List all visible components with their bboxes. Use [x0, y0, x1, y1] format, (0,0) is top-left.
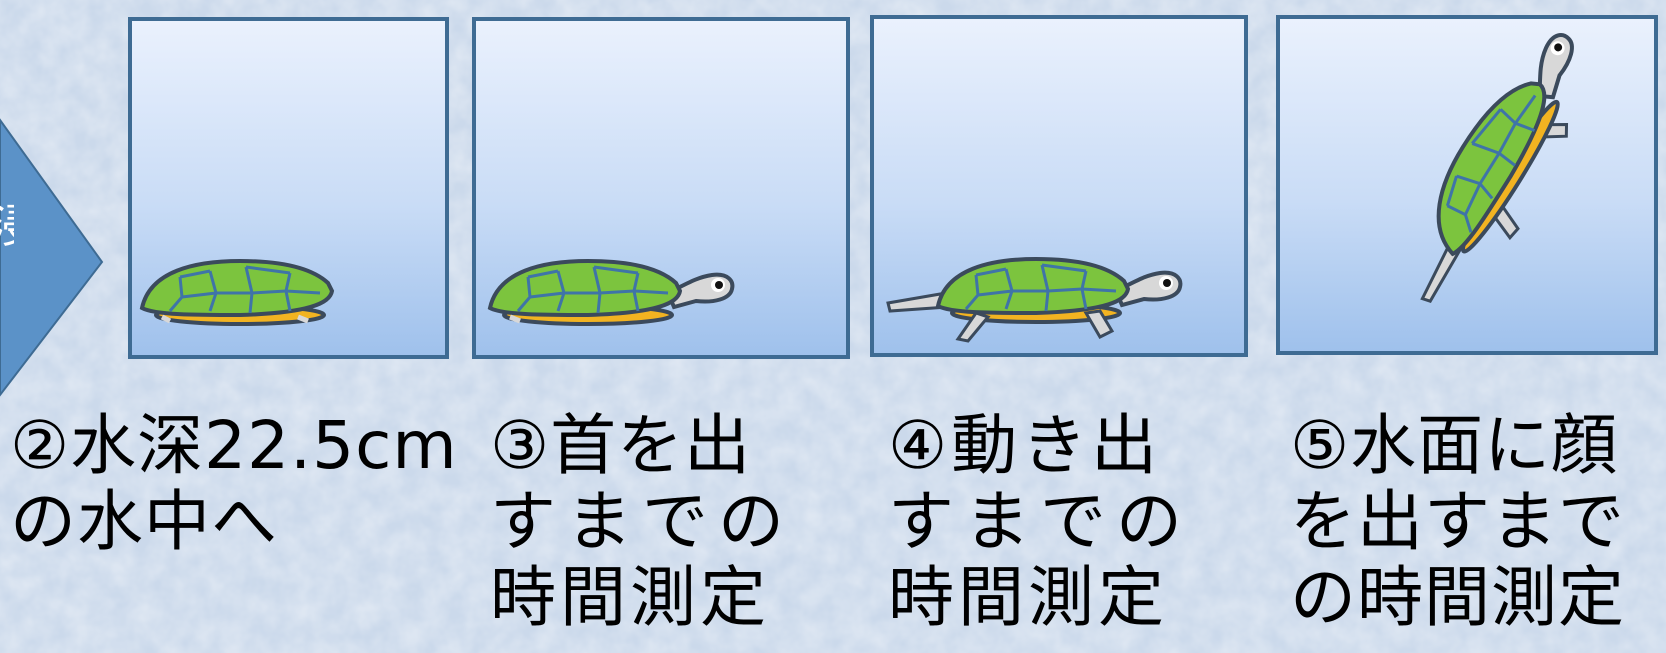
caption-step-4-line-2: すまでの [888, 483, 1192, 560]
caption-step-5: ⑤水面に顔 を出すまで の時間測定 [1290, 408, 1625, 636]
turtle-surfacing-illustration [1420, 33, 1574, 303]
turtle-head-out-illustration [487, 258, 735, 326]
turtle-moving-illustration [886, 256, 1183, 343]
caption-step-4: ④動き出 すまでの 時間測定 [888, 408, 1192, 636]
process-arrow [0, 118, 104, 397]
caption-step-3-line-3: 時間測定 [490, 559, 770, 636]
caption-step-5-line-2: を出すまで [1290, 483, 1625, 560]
caption-step-3: ③首を出 すまでの 時間測定 [490, 408, 794, 636]
caption-step-5-line-3: の時間測定 [1290, 559, 1625, 636]
caption-step-3-line-2: すまでの [490, 483, 794, 560]
turtle-resting-illustration [139, 258, 335, 326]
caption-step-4-line-1: ④動き出 [888, 407, 1162, 484]
caption-step-2-line-2: の水中へ [10, 483, 278, 560]
arrow-label: 浸 [0, 190, 14, 256]
panel-step-3 [472, 17, 850, 359]
panel-step-4 [870, 15, 1248, 357]
panel-step-2 [128, 17, 449, 359]
caption-step-2-line-1: ②水深22.5cm [10, 407, 458, 484]
caption-step-5-line-1: ⑤水面に顔 [1290, 407, 1619, 484]
caption-step-2: ②水深22.5cm の水中へ [10, 408, 458, 560]
panel-step-5 [1276, 15, 1658, 355]
caption-step-4-line-3: 時間測定 [888, 559, 1168, 636]
caption-step-3-line-1: ③首を出 [490, 407, 752, 484]
